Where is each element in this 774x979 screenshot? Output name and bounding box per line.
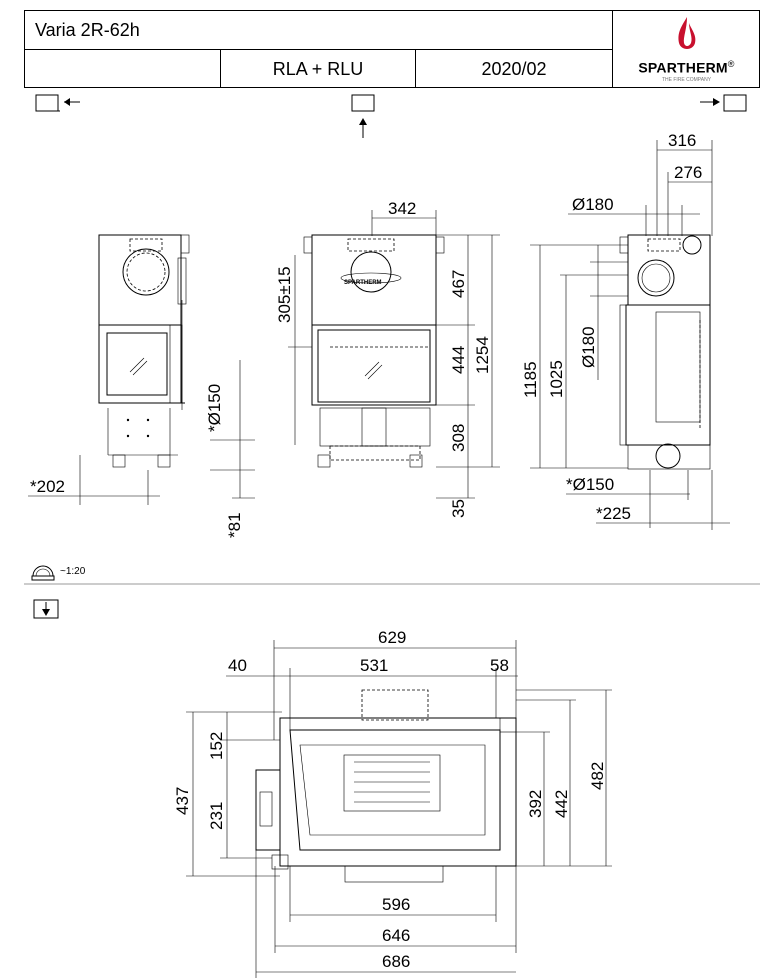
dim-482: 482 <box>588 762 607 790</box>
dim-629: 629 <box>378 628 406 647</box>
dim-150-right: *Ø150 <box>566 475 614 494</box>
plan-view <box>255 689 517 883</box>
dim-308: 308 <box>449 424 468 452</box>
title-block: Varia 2R-62h RLA + RLU 2020/02 SPARTHERM… <box>24 10 760 88</box>
view-front-icon <box>351 94 375 138</box>
brand-logo: SPARTHERM® THE FIRE COMPANY <box>612 11 759 88</box>
dim-316: 316 <box>668 131 696 150</box>
dim-646: 646 <box>382 926 410 945</box>
front-view: SPARTHERM <box>303 234 445 468</box>
dim-467: 467 <box>449 270 468 298</box>
scale-label: ~1:20 <box>60 566 86 577</box>
drawing-date: 2020/02 <box>481 58 547 79</box>
dim-686: 686 <box>382 952 410 971</box>
scale-ruler-icon <box>31 565 55 581</box>
brand-tagline: THE FIRE COMPANY <box>661 77 712 83</box>
dim-392: 392 <box>526 790 545 818</box>
dim-305: 305±15 <box>275 266 294 323</box>
dim-58: 58 <box>490 656 509 675</box>
dim-231: 231 <box>207 802 226 830</box>
dim-40: 40 <box>228 656 247 675</box>
dim-531: 531 <box>360 656 388 675</box>
side-view-right <box>619 234 711 470</box>
dim-1185: 1185 <box>521 361 540 398</box>
dim-1025: 1025 <box>547 360 566 398</box>
dim-180-top: Ø180 <box>572 195 614 214</box>
dim-202: *202 <box>30 477 65 496</box>
dim-444: 444 <box>449 346 468 374</box>
model-variant: RLA + RLU <box>221 50 416 88</box>
view-left-icon <box>35 94 80 112</box>
dim-180-side: Ø180 <box>579 326 598 368</box>
title-block-empty-cell <box>25 50 221 88</box>
dim-1254: 1254 <box>473 336 492 374</box>
dim-152: 152 <box>207 732 226 760</box>
flame-icon <box>678 17 696 49</box>
dim-81: *81 <box>225 512 244 538</box>
dim-442: 442 <box>552 790 571 818</box>
dim-35: 35 <box>449 499 468 518</box>
side-view-left <box>98 234 190 468</box>
dim-150-left: *Ø150 <box>205 384 224 432</box>
svg-text:SPARTHERM: SPARTHERM <box>344 280 382 286</box>
dim-437: 437 <box>173 787 192 815</box>
dim-596: 596 <box>382 895 410 914</box>
drawing-title: Varia 2R-62h <box>25 11 612 50</box>
view-right-icon <box>700 94 747 112</box>
brand-name: SPARTHERM® <box>638 59 735 76</box>
dim-225: *225 <box>596 504 631 523</box>
dim-276: 276 <box>674 163 702 182</box>
view-top-icon <box>33 599 59 619</box>
dim-342: 342 <box>388 199 416 218</box>
